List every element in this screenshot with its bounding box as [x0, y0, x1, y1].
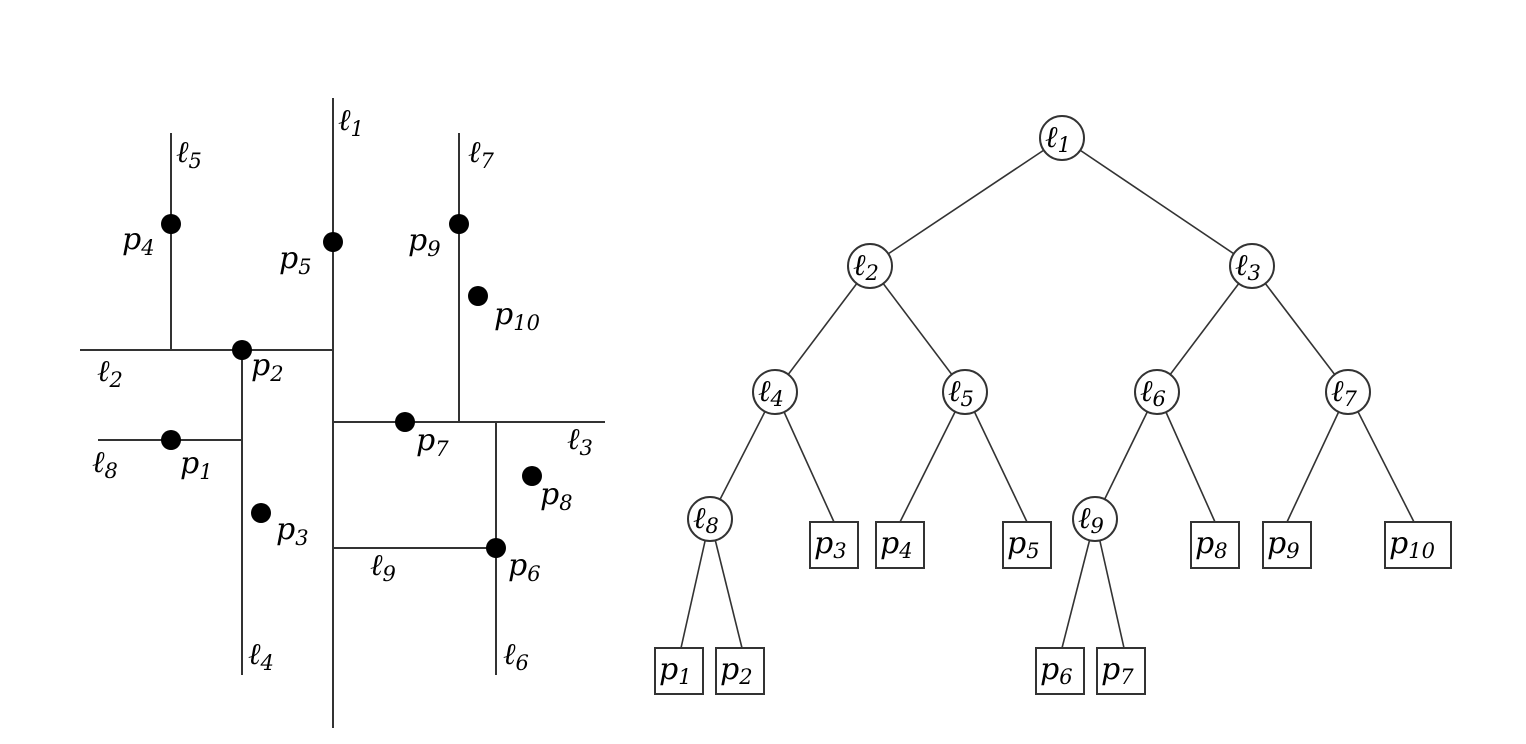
tree-leaf-p3: p3: [809, 521, 859, 569]
tree-node-label: ℓ7: [1331, 374, 1358, 411]
tree-node-l9: ℓ9: [1072, 496, 1118, 542]
tree-node-label: ℓ3: [1235, 248, 1261, 285]
point-label-p3: p3: [276, 512, 309, 550]
tree-leaf-p9: p9: [1262, 521, 1312, 569]
tree-edge-l5-p4: [899, 391, 966, 523]
point-label-p10: p10: [494, 297, 540, 335]
tree-edge-l7-p9: [1286, 391, 1349, 523]
tree-node-l3: ℓ3: [1229, 243, 1275, 289]
point-p6: [486, 538, 506, 558]
tree-node-l1: ℓ1: [1039, 115, 1085, 161]
tree-node-l2: ℓ2: [847, 243, 893, 289]
tree-leaf-label: p2: [720, 652, 753, 689]
kd-tree-diagram: ℓ1 ℓ2 ℓ3 ℓ4 ℓ5 ℓ6 ℓ7 ℓ8: [654, 115, 1452, 695]
tree-edge-l3-l7: [1251, 265, 1349, 393]
tree-node-l7: ℓ7: [1325, 369, 1371, 415]
line-label-l9: ℓ9: [370, 548, 396, 586]
tree-node-label: ℓ6: [1140, 374, 1166, 411]
tree-leaf-label: p9: [1267, 526, 1300, 563]
line-label-l4: ℓ4: [248, 637, 274, 675]
tree-edge-l3-l6: [1156, 265, 1253, 393]
tree-node-label: ℓ5: [948, 374, 974, 411]
tree-node-l6: ℓ6: [1134, 369, 1180, 415]
partition-diagram: ℓ1 ℓ2 ℓ3 ℓ4 ℓ5 ℓ6 ℓ7 ℓ8 ℓ9 p1 p2 p3 p4 p…: [80, 98, 605, 728]
tree-edge-l6-l9: [1094, 391, 1158, 520]
tree-leaf-p8: p8: [1190, 521, 1240, 569]
line-label-l6: ℓ6: [503, 637, 529, 675]
tree-leaf-label: p5: [1007, 526, 1040, 563]
tree-edge-l4-l8: [709, 391, 776, 520]
tree-leaf-label: p6: [1040, 652, 1073, 689]
point-p4: [161, 214, 181, 234]
tree-node-label: ℓ1: [1045, 120, 1071, 157]
point-label-p9: p9: [408, 223, 441, 261]
point-label-p5: p5: [279, 241, 312, 279]
tree-leaf-label: p7: [1101, 652, 1134, 689]
tree-leaf-p2: p2: [715, 647, 765, 695]
point-p10: [468, 286, 488, 306]
tree-leaf-p10: p10: [1384, 521, 1452, 569]
tree-edge-l1-l3: [1061, 137, 1253, 267]
tree-leaf-label: p3: [814, 526, 847, 563]
tree-edge-l7-p10: [1347, 391, 1415, 523]
point-p1: [161, 430, 181, 450]
tree-edge-l4-p3: [774, 391, 835, 523]
tree-node-label: ℓ8: [693, 501, 719, 538]
point-p5: [323, 232, 343, 252]
point-p8: [522, 466, 542, 486]
point-p7: [395, 412, 415, 432]
point-label-p2: p2: [251, 348, 284, 386]
tree-leaf-p4: p4: [875, 521, 925, 569]
line-label-l2: ℓ2: [97, 354, 123, 392]
tree-leaf-label: p4: [880, 526, 913, 563]
line-label-l1: ℓ1: [338, 103, 364, 141]
tree-node-l8: ℓ8: [687, 496, 733, 542]
tree-node-label: ℓ4: [758, 374, 784, 411]
tree-node-l5: ℓ5: [942, 369, 988, 415]
line-label-l5: ℓ5: [176, 135, 202, 173]
tree-edge-l2-l4: [774, 265, 871, 393]
tree-edge-l2-l5: [869, 265, 966, 393]
point-label-p7: p7: [416, 423, 449, 461]
tree-node-label: ℓ9: [1078, 501, 1104, 538]
point-label-p8: p8: [540, 477, 573, 515]
tree-edge-l6-p8: [1156, 391, 1216, 523]
line-label-l8: ℓ8: [92, 445, 118, 483]
tree-edge-l1-l2: [869, 137, 1063, 267]
point-label-p4: p4: [122, 222, 155, 260]
point-label-p6: p6: [508, 548, 541, 586]
point-p2: [232, 340, 252, 360]
line-label-l3: ℓ3: [567, 422, 593, 460]
line-label-l7: ℓ7: [468, 135, 495, 173]
tree-edge-l5-p5: [964, 391, 1028, 523]
tree-node-l4: ℓ4: [752, 369, 798, 415]
point-label-p1: p1: [180, 446, 213, 484]
tree-leaf-p6: p6: [1035, 647, 1085, 695]
tree-leaf-p5: p5: [1002, 521, 1052, 569]
tree-leaf-p7: p7: [1096, 647, 1146, 695]
tree-leaf-label: p8: [1195, 526, 1228, 563]
tree-leaf-label: p1: [659, 652, 692, 689]
tree-leaf-label: p10: [1389, 526, 1435, 563]
tree-leaf-p1: p1: [654, 647, 704, 695]
point-p9: [449, 214, 469, 234]
point-p3: [251, 503, 271, 523]
tree-node-label: ℓ2: [853, 248, 879, 285]
